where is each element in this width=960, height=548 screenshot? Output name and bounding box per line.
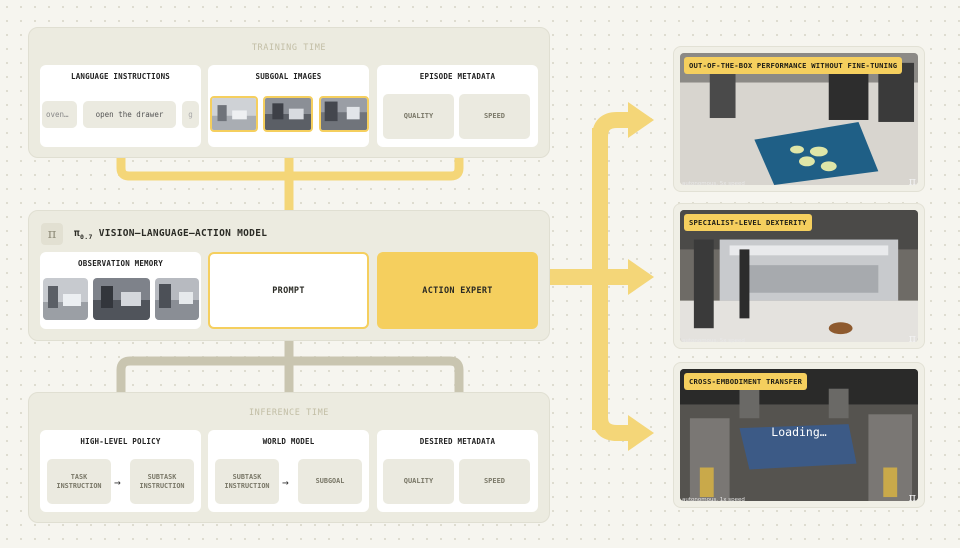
high-level-policy-title: HIGH-LEVEL POLICY (80, 437, 161, 446)
desired-metadata-title: DESIRED METADATA (419, 437, 496, 446)
world-model-title: WORLD MODEL (262, 437, 315, 446)
video-caption-2: autonomous, 5x speed (682, 338, 745, 344)
video-tag-2: SPECIALIST-LEVEL DEXTERITY (684, 214, 812, 231)
high-level-arrow-icon: → (114, 476, 121, 489)
vla-model-title: π0.7 VISION–LANGUAGE–ACTION MODEL (74, 228, 267, 241)
observation-memory-card: OBSERVATION MEMORY (40, 252, 201, 329)
video-pi-logo-icon-3: π (908, 491, 916, 504)
episode-quality-box: QUALITY (383, 94, 454, 139)
language-instructions-card: LANGUAGE INSTRUCTIONS oven… open the dra… (40, 65, 201, 147)
subgoal-image-3 (319, 96, 369, 132)
video-frame-2 (680, 210, 918, 342)
task-instruction-box: TASK INSTRUCTION (47, 459, 111, 504)
subtask-instruction-box: SUBTASK INSTRUCTION (130, 459, 194, 504)
action-to-videos-flow (540, 112, 632, 441)
video-card-out-of-box[interactable]: OUT-OF-THE-BOX PERFORMANCE WITHOUT FINE-… (673, 46, 925, 192)
action-expert-label: ACTION EXPERT (422, 285, 493, 296)
high-level-policy-card: HIGH-LEVEL POLICY TASK INSTRUCTION → SUB… (40, 430, 201, 512)
episode-speed-box: SPEED (459, 94, 530, 139)
video-card-cross-embodiment[interactable]: CROSS-EMBODIMENT TRANSFER Loading… auton… (673, 362, 925, 508)
video-pi-logo-icon-1: π (908, 175, 916, 188)
episode-metadata-card: EPISODE METADATA QUALITY SPEED (377, 65, 538, 147)
world-model-card: WORLD MODEL SUBTASK INSTRUCTION → SUBGOA… (208, 430, 369, 512)
observation-memory-title: OBSERVATION MEMORY (78, 259, 163, 268)
desired-quality-box: QUALITY (383, 459, 454, 504)
prompt-card: PROMPT (208, 252, 369, 329)
world-model-arrow-icon: → (282, 476, 289, 489)
video-pi-logo-icon-2: π (908, 332, 916, 345)
video-caption-3: autonomous, 1x speed (682, 497, 745, 503)
instruction-pill-partial: g (182, 101, 199, 128)
observation-image-2 (93, 278, 150, 320)
language-instructions-title: LANGUAGE INSTRUCTIONS (70, 72, 171, 81)
video-loading-text: Loading… (771, 425, 827, 439)
world-subtask-instruction-box: SUBTASK INSTRUCTION (215, 459, 279, 504)
instruction-pill-open-drawer: open the drawer (83, 101, 176, 128)
subgoal-image-1 (210, 96, 258, 132)
subgoal-images-card: SUBGOAL IMAGES (208, 65, 369, 147)
video-caption-1: autonomous, 5x speed (682, 181, 745, 187)
model-title-sub: 0.7 (80, 232, 93, 241)
video-frame-3 (680, 369, 918, 501)
subgoal-images-title: SUBGOAL IMAGES (255, 72, 322, 81)
pi-logo-icon: π (41, 223, 63, 245)
prompt-label: PROMPT (272, 285, 305, 296)
video2-arrowhead (628, 259, 654, 295)
video-card-dexterity[interactable]: SPECIALIST-LEVEL DEXTERITY autonomous, 5… (673, 203, 925, 349)
inference-title: INFERENCE TIME (248, 408, 330, 418)
instruction-pill-oven: oven… (42, 101, 77, 128)
video-tag-3: CROSS-EMBODIMENT TRANSFER (684, 373, 808, 390)
subgoal-image-2 (263, 96, 313, 132)
training-title: TRAINING TIME (251, 43, 327, 53)
episode-metadata-title: EPISODE METADATA (419, 72, 496, 81)
desired-metadata-card: DESIRED METADATA QUALITY SPEED (377, 430, 538, 512)
subgoal-box: SUBGOAL (298, 459, 362, 504)
action-expert-card: ACTION EXPERT (377, 252, 538, 329)
video1-arrowhead (628, 102, 654, 138)
observation-image-1 (43, 278, 88, 320)
video3-arrowhead (628, 415, 654, 451)
model-title-rest: VISION–LANGUAGE–ACTION MODEL (92, 228, 268, 239)
desired-speed-box: SPEED (459, 459, 530, 504)
observation-image-3 (155, 278, 199, 320)
video-tag-1: OUT-OF-THE-BOX PERFORMANCE WITHOUT FINE-… (684, 57, 903, 74)
model-title-prefix: π (74, 228, 81, 239)
